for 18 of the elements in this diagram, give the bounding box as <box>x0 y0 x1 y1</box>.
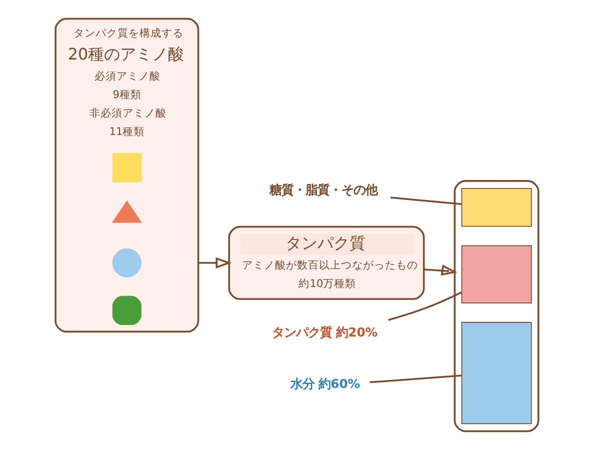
cluster: タンパク質を構成する 20種のアミノ酸 必須アミノ酸 9種類 非必須アミノ酸 11種類 <box>54 18 199 332</box>
arrow <box>424 264 457 276</box>
connector <box>390 196 462 206</box>
arrow <box>198 257 232 268</box>
node-text: 糖質・脂質・その他 <box>269 182 378 197</box>
node-box <box>112 296 141 326</box>
connector <box>388 292 462 321</box>
connector <box>369 374 462 384</box>
node-box <box>460 245 532 304</box>
cluster <box>453 180 539 432</box>
node-triangle <box>111 200 142 223</box>
node-text: タンパク質 約20% <box>271 326 378 340</box>
node-circle <box>112 248 141 278</box>
node-box <box>112 153 141 182</box>
node-text: 水分 約60% <box>290 376 360 391</box>
node-box <box>460 322 532 424</box>
node-box <box>460 188 532 227</box>
node-box: タンパク質 アミノ酸が数百以上つながったもの 約10万種類 <box>228 226 424 300</box>
